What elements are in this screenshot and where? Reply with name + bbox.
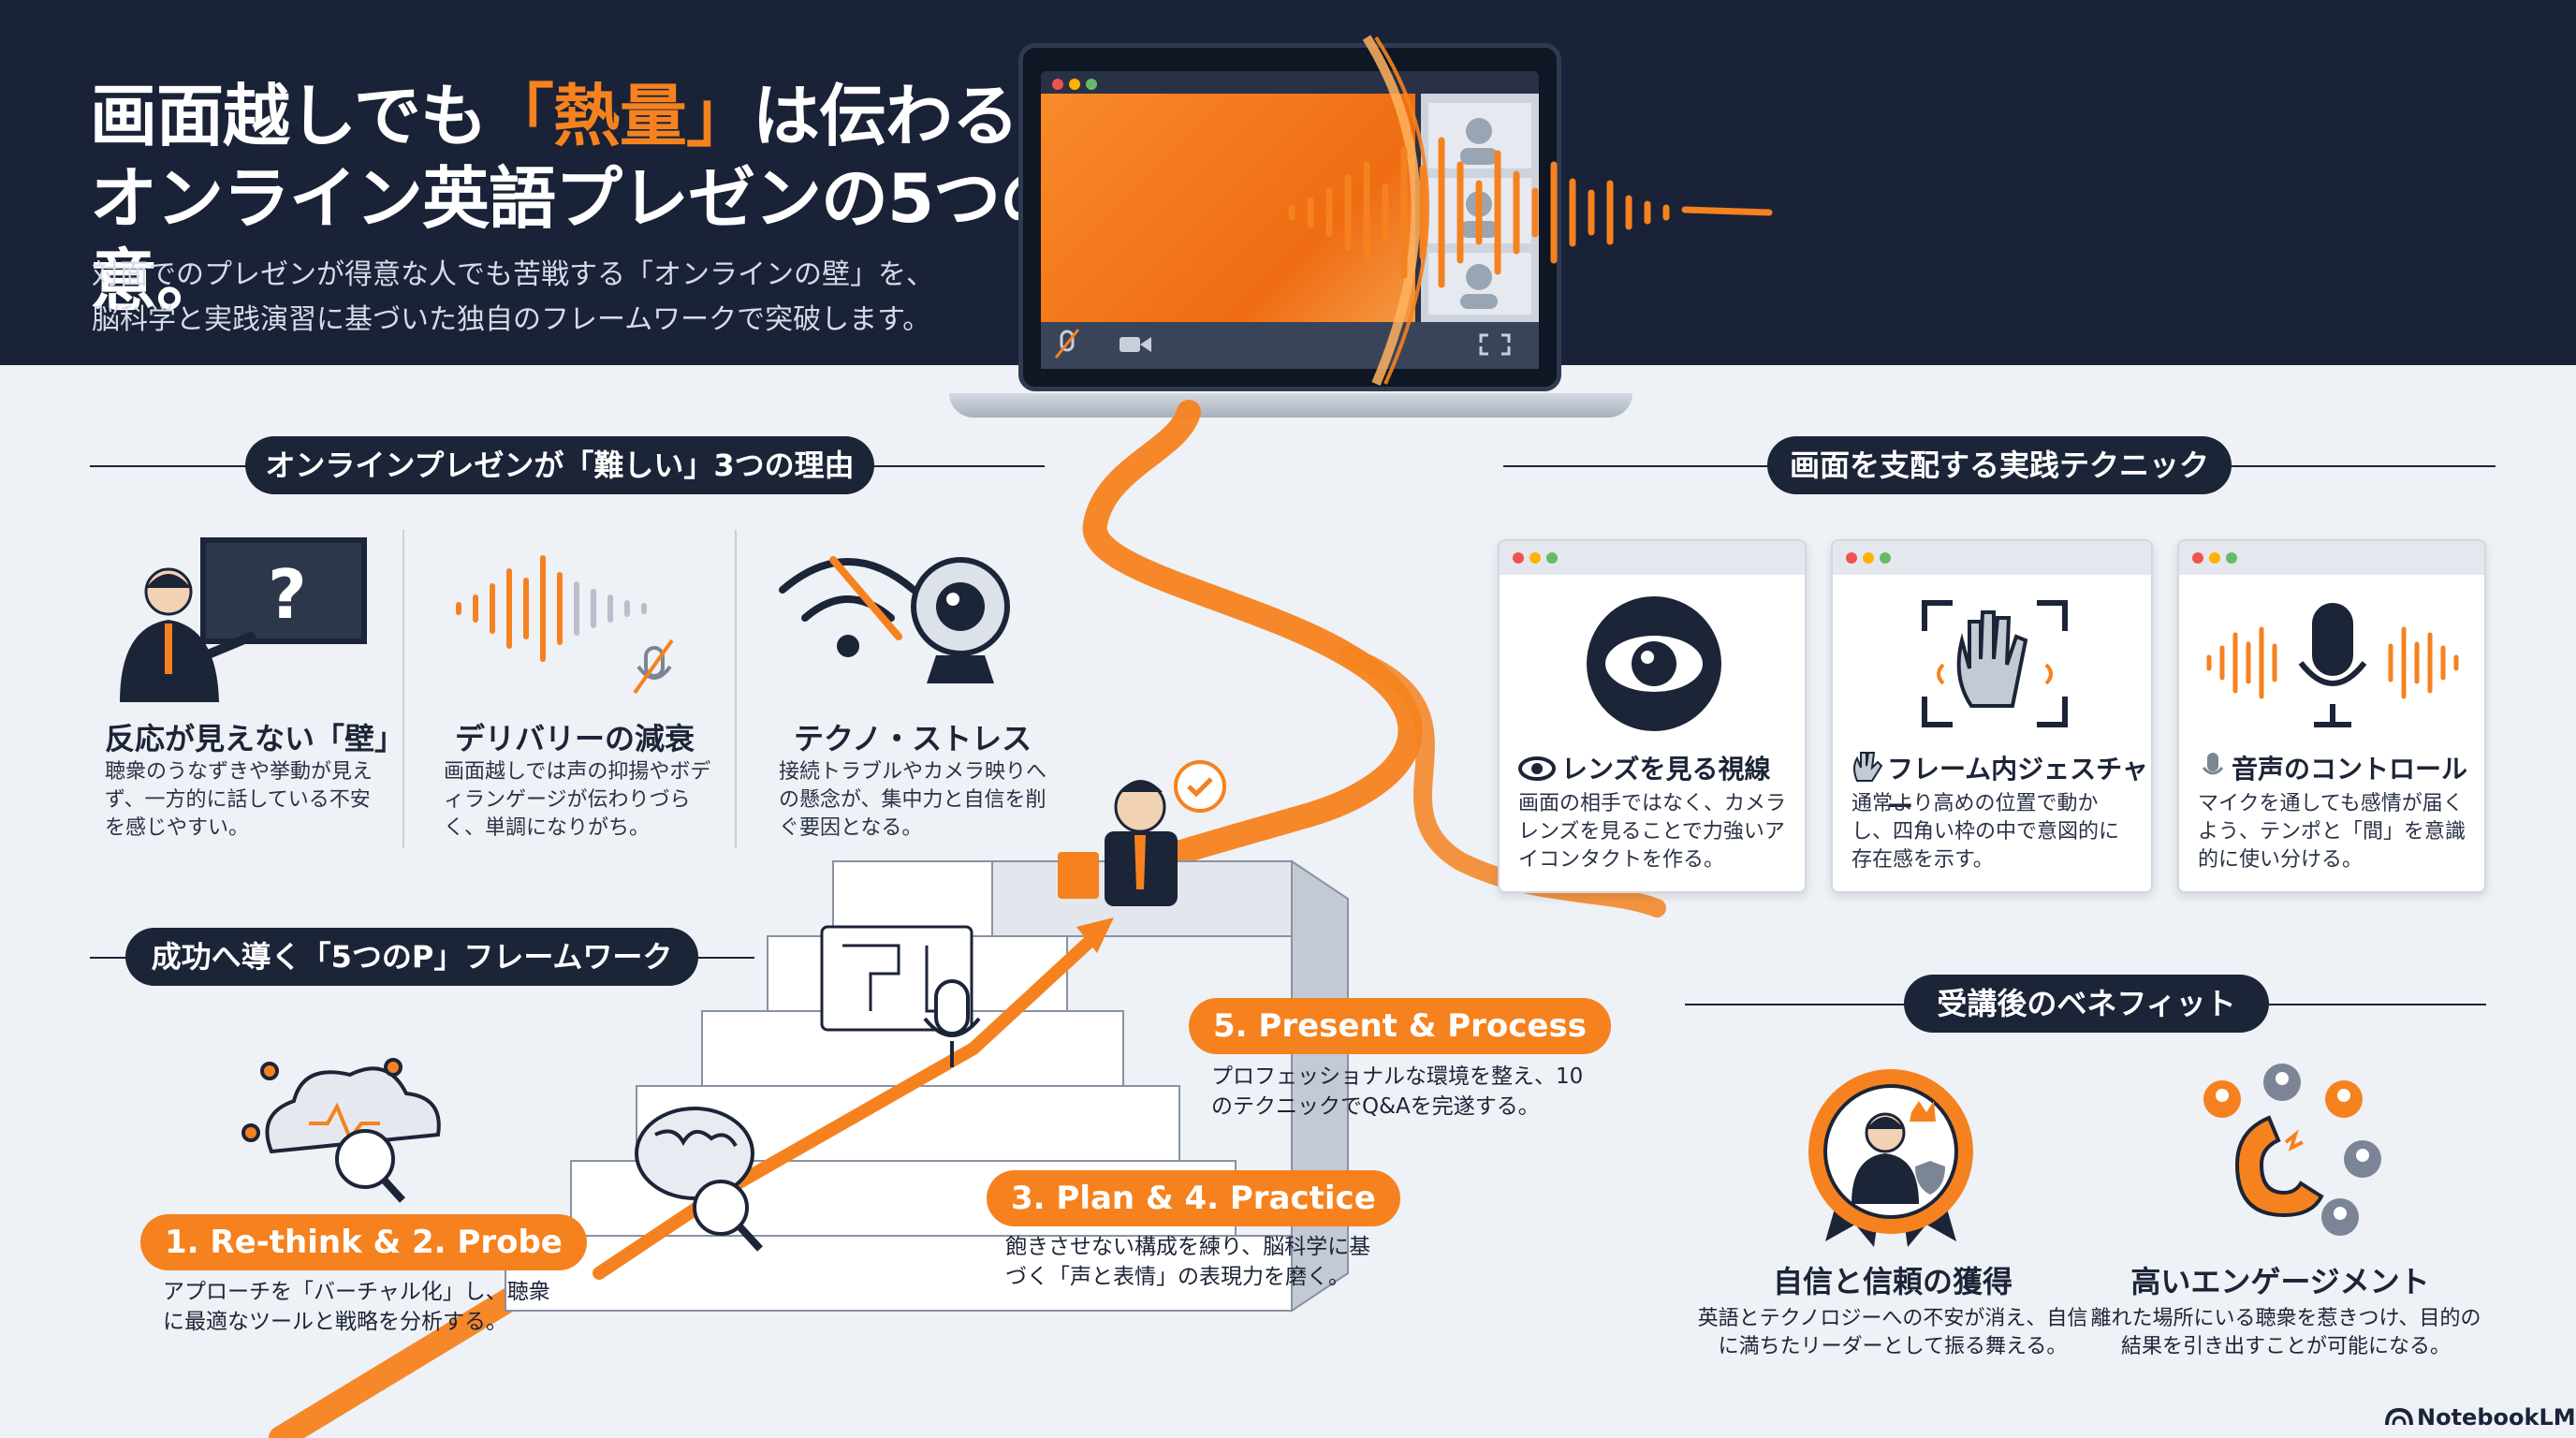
technique-card-2: フレーム内ジェスチャー 通常より高めの位置で動かし、四角い枠の中で意図的に存在感… xyxy=(1831,539,2153,893)
technique-card-3: 音声のコントロール マイクを通しても感情が届くよう、テンポと「間」を意識的に使い… xyxy=(2177,539,2486,893)
voice-decay-icon xyxy=(456,555,674,695)
title-line2: オンライン英語プレゼンの5つの極意。 xyxy=(90,159,1134,320)
reason-title-3: テクノ・ストレス xyxy=(794,721,1032,756)
hand-gesture-icon xyxy=(1922,600,2068,727)
reason-desc-2: 画面越しでは声の抑揚やボディランゲージが伝わりづらく、単調になりがち。 xyxy=(444,760,711,840)
eye-lens-icon xyxy=(1587,596,1721,731)
glow-arc xyxy=(1362,35,1421,386)
subtitle-line2: 脳科学と実践演習に基づいた独自のフレームワークで突破します。 xyxy=(92,303,931,336)
cloud-analytics-icon xyxy=(242,1058,441,1203)
step-pill-2: 3. Plan & 4. Practice xyxy=(987,1170,1400,1226)
brand-name: NotebookLM xyxy=(2417,1404,2576,1431)
technique-title-2: フレーム内ジェスチャー xyxy=(1887,754,2148,822)
svg-text:?: ? xyxy=(268,555,307,634)
microphone-wave-icon xyxy=(2206,603,2459,727)
video-feed xyxy=(1041,94,1415,322)
progress-arrow xyxy=(593,930,1102,1280)
engagement-magnet-icon xyxy=(2203,1064,2381,1236)
laptop-base xyxy=(949,393,1632,418)
step-desc-1: アプローチを「バーチャル化」し、聴衆に最適なツールと戦略を分析する。 xyxy=(163,1280,550,1334)
technique-title-1: レンズを見る視線 xyxy=(1561,754,1771,785)
sound-wave-icon xyxy=(1288,137,1773,288)
hand-icon xyxy=(1853,752,1883,782)
reason-title-2: デリバリーの減衰 xyxy=(455,721,695,756)
card-titlebar xyxy=(1833,541,2151,575)
presenter-icon xyxy=(1058,760,1226,906)
fullscreen-icon xyxy=(1479,333,1511,356)
wifi-webcam-icon xyxy=(779,556,1010,683)
card-titlebar xyxy=(1500,541,1805,575)
techniques-heading: 画面を支配する実践テクニック xyxy=(1767,436,2232,494)
framework-heading: 成功へ導く「5つのP」フレームワーク xyxy=(125,928,698,986)
mic-muted-icon xyxy=(1054,329,1080,359)
step-pill-1: 1. Re-think & 2. Probe xyxy=(140,1214,587,1270)
step-pill-3: 5. Present & Process xyxy=(1189,998,1611,1054)
reasons-heading: オンラインプレゼンが「難しい」3つの理由 xyxy=(245,436,874,494)
title-highlight: 「熱量」 xyxy=(486,77,754,155)
eye-icon xyxy=(1518,756,1556,781)
benefit-title-1: 自信と信頼の獲得 xyxy=(1772,1264,2012,1299)
mic-icon xyxy=(2202,753,2224,775)
reason-divider-1 xyxy=(402,530,404,848)
presenter-question-icon: ? xyxy=(120,537,367,702)
benefit-desc-1: 英語とテクノロジーへの不安が消え、自信に満ちたリーダーとして振る舞える。 xyxy=(1697,1307,2088,1358)
reason-desc-1: 聴衆のうなずきや挙動が見えず、一方的に話している不安を感じやすい。 xyxy=(105,760,373,840)
step-desc-3: プロフェッショナルな環境を整え、10のテクニックでQ&Aを完遂する。 xyxy=(1211,1064,1584,1119)
reason-title-1: 反応が見えない「壁」 xyxy=(105,721,405,756)
notebooklm-logo-icon xyxy=(2385,1407,2413,1426)
benefit-title-2: 高いエンゲージメント xyxy=(2130,1264,2430,1299)
title-line1-pre: 画面越しでも xyxy=(90,77,488,155)
technique-desc-1: 画面の相手ではなく、カメラレンズを見ることで力強いアイコンタクトを作る。 xyxy=(1518,792,1787,872)
subtitle-line1: 対面でのプレゼンが得意な人でも苦戦する「オンラインの壁」を、 xyxy=(92,258,934,291)
technique-title-3: 音声のコントロール xyxy=(2232,754,2468,785)
confidence-badge-icon xyxy=(1808,1069,1973,1247)
technique-desc-3: マイクを通しても感情が届くよう、テンポと「間」を意識的に使い分ける。 xyxy=(2198,792,2466,872)
benefits-heading: 受講後のベネフィット xyxy=(1904,975,2269,1033)
card-titlebar xyxy=(2179,541,2484,575)
benefit-desc-2: 離れた場所にいる聴衆を惹きつけ、目的の結果を引き出すことが可能になる。 xyxy=(2090,1307,2481,1358)
reason-desc-3: 接続トラブルやカメラ映りへの懸念が、集中力と自信を削ぐ要因となる。 xyxy=(779,760,1047,840)
camera-icon xyxy=(1120,337,1140,352)
technique-card-1: レンズを見る視線 画面の相手ではなく、カメラレンズを見ることで力強いアイコンタク… xyxy=(1498,539,1807,893)
technique-desc-2: 通常より高めの位置で動かし、四角い枠の中で意図的に存在感を示す。 xyxy=(1852,792,2120,872)
subtitle: 対面でのプレゼンが得意な人でも苦戦する「オンラインの壁」を、 脳科学と実践演習に… xyxy=(92,253,1028,343)
step-desc-2: 飽きさせない構成を練り、脳科学に基づく「声と表情」の表現力を磨く。 xyxy=(1005,1235,1371,1289)
microphone-icon xyxy=(923,979,981,1067)
brain-icon xyxy=(635,1107,763,1252)
reason-divider-2 xyxy=(735,530,737,848)
